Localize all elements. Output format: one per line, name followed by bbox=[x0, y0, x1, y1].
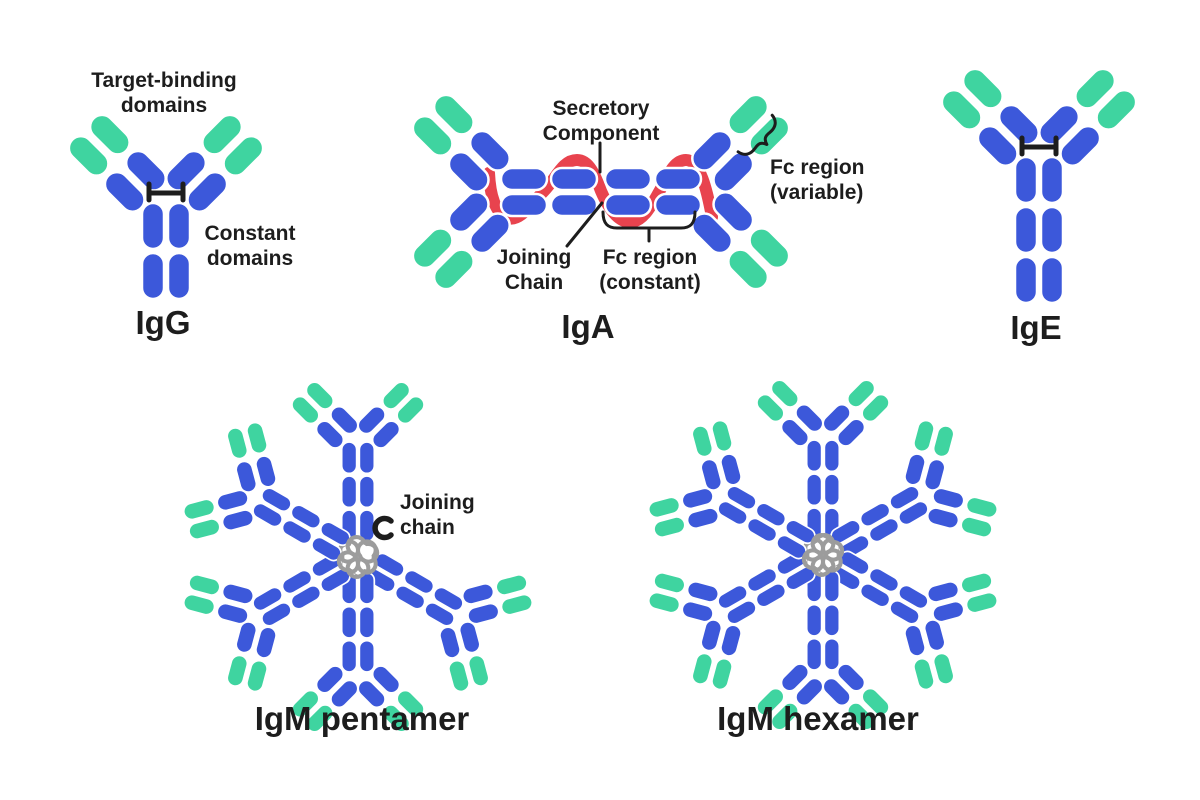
igm-pentamer-title: IgM pentamer bbox=[254, 700, 470, 737]
igm-hexamer-title: IgM hexamer bbox=[717, 700, 919, 737]
joining-chain-glyph bbox=[372, 515, 394, 541]
fc-constant-bracket bbox=[601, 210, 697, 243]
iga-joining-chain-label: Joining Chain bbox=[497, 245, 572, 295]
label-line: (constant) bbox=[599, 271, 701, 294]
joining-chain-leader-line bbox=[565, 201, 604, 248]
igg-title: IgG bbox=[135, 304, 191, 341]
igm-joining-chain-label: Joining chain bbox=[400, 490, 475, 540]
iga-diagram bbox=[408, 90, 794, 294]
ige-title: IgE bbox=[1010, 309, 1062, 346]
label-line: Chain bbox=[504, 271, 564, 294]
label-line: Fc region bbox=[602, 246, 698, 269]
iga-secretory-component-label: Secretory Component bbox=[543, 96, 660, 146]
fc-variable-brace bbox=[736, 113, 777, 156]
iga-fc-variable-label: Fc region (variable) bbox=[770, 155, 865, 205]
iga-title: IgA bbox=[561, 308, 615, 345]
label-line: Target-binding bbox=[91, 69, 237, 92]
igg-constant-domains-label: Constant domains bbox=[205, 221, 296, 271]
label-line: (variable) bbox=[770, 181, 864, 204]
label-line: chain bbox=[400, 516, 455, 539]
igm-hexamer-diagram bbox=[634, 377, 1012, 733]
label-line: domains bbox=[120, 94, 208, 117]
label-line: Joining bbox=[496, 246, 572, 269]
label-line: Constant bbox=[204, 222, 296, 245]
label-line: Joining bbox=[400, 491, 475, 514]
label-line: Secretory bbox=[552, 97, 650, 120]
igm-pentamer-diagram bbox=[169, 379, 547, 735]
iga-fc-constant-label: Fc region (constant) bbox=[599, 245, 701, 295]
igg-target-binding-label: Target-binding domains bbox=[91, 68, 236, 118]
ige-diagram bbox=[937, 64, 1141, 303]
label-line: Component bbox=[542, 122, 660, 145]
label-line: Fc region bbox=[770, 156, 865, 179]
label-line: domains bbox=[206, 247, 294, 270]
